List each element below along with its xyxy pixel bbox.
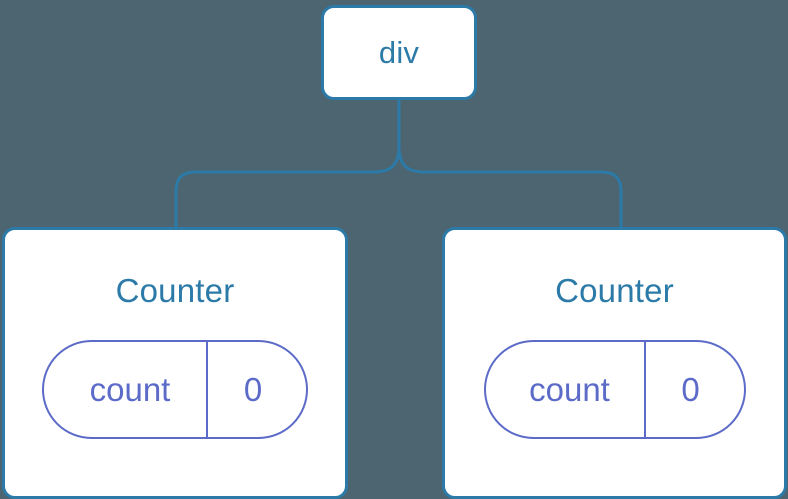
state-key-left: count (44, 342, 208, 437)
state-pill-right[interactable]: count 0 (483, 340, 746, 439)
state-pill-left[interactable]: count 0 (42, 340, 308, 439)
state-value-right: 0 (646, 342, 744, 437)
state-value-right-label: 0 (681, 371, 700, 408)
node-counter-left[interactable]: Counter count 0 (2, 227, 348, 499)
node-root-div[interactable]: div (321, 5, 477, 100)
node-root-label: div (378, 35, 420, 70)
connector-trunk-mirror (373, 145, 401, 174)
state-key-right: count (486, 342, 646, 437)
node-counter-left-title: Counter (115, 272, 235, 309)
state-key-left-label: count (89, 371, 171, 408)
node-counter-right-title: Counter (555, 272, 674, 309)
connector-trunk (397, 99, 425, 174)
connector-branch-left (174, 170, 376, 229)
node-counter-right[interactable]: Counter count 0 (442, 227, 787, 499)
state-value-left-label: 0 (243, 371, 263, 408)
state-value-left: 0 (208, 342, 306, 437)
state-key-right-label: count (529, 371, 610, 408)
connector-branch-right (422, 170, 623, 229)
